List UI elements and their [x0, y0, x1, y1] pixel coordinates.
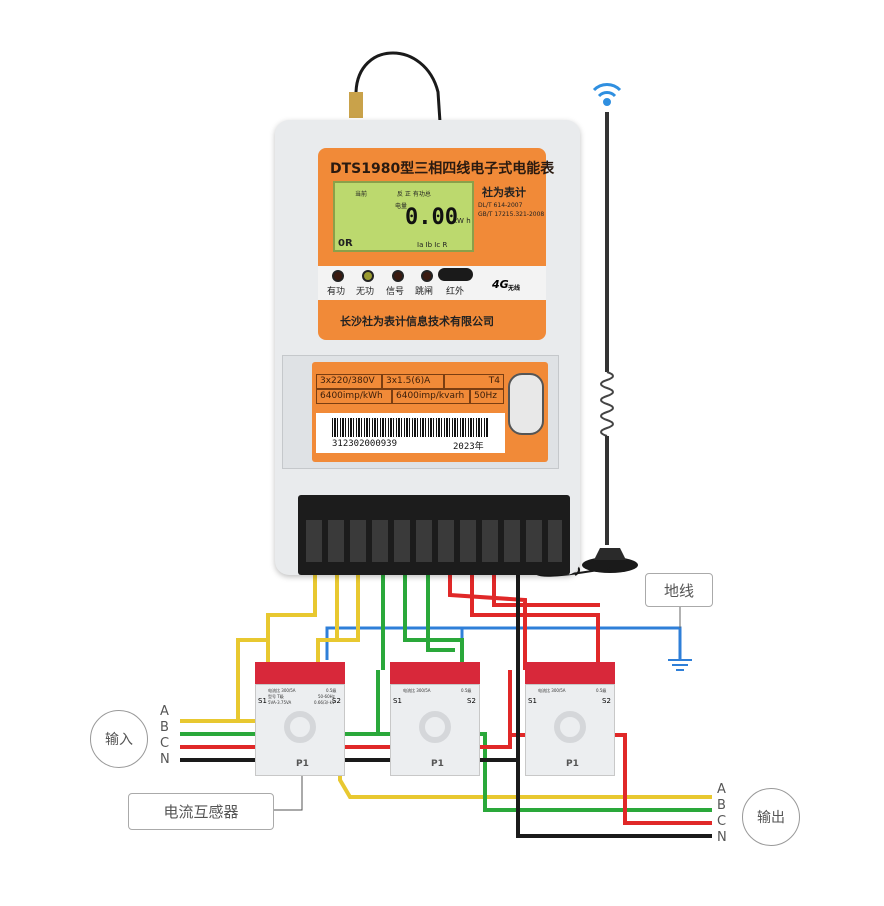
phase-a-label: A [160, 704, 169, 719]
ct-ratio: 电流比 300/5A [403, 688, 431, 693]
indicator-label: 无功 [356, 287, 375, 297]
ct-accuracy: 0.5级 [461, 688, 472, 693]
spec-reactive-constant: 6400imp/kvarh [392, 389, 470, 404]
phase-a-label: A [717, 782, 726, 797]
indicator-label: 红外 [446, 287, 465, 297]
company-name: 长沙社为表计信息技术有限公司 [340, 315, 494, 328]
ct-burden: 5VA-3.75VA [268, 700, 292, 705]
phase-c-label: C [717, 814, 727, 829]
ct-s2: S2 [467, 697, 476, 705]
ct-ratio: 电流比 300/5A [268, 688, 296, 693]
terminal-screws [306, 520, 562, 562]
phase-n-label: N [160, 752, 170, 767]
ct-2: 电流比 300/5A 0.5级 S1 S2 P1 [390, 684, 480, 776]
phase-b-label: B [160, 720, 169, 735]
ct-accuracy: 0.5级 [326, 688, 337, 693]
led-signal [392, 270, 404, 282]
barcode [332, 418, 488, 437]
lcd-bottom-left: 0R [338, 238, 353, 249]
manufacture-year: 2023年 [453, 442, 484, 452]
antenna-cable [354, 51, 442, 123]
ct-hole [419, 711, 451, 743]
ct-ratio: 电流比 300/5A [538, 688, 566, 693]
meter-title: DTS1980型三相四线电子式电能表 [330, 161, 555, 177]
ct-1-top [255, 662, 345, 684]
ct-s1: S1 [393, 697, 402, 705]
antenna-magnetic-base [582, 557, 638, 573]
input-label: 输入 [90, 710, 148, 768]
led-reactive [362, 270, 374, 282]
ct-hole [554, 711, 586, 743]
brand-logo: 社为表计 [482, 186, 526, 199]
ct-3: 电流比 300/5A 0.5级 S1 S2 P1 [525, 684, 615, 776]
phase-c-label: C [160, 736, 170, 751]
ct-3-top [525, 662, 615, 684]
ct-p1: P1 [431, 759, 444, 769]
phase-b-label: B [717, 798, 726, 813]
ct-p1: P1 [566, 759, 579, 769]
lcd-phases: Ia Ib Ic R [417, 241, 448, 249]
lcd-display: 当前 反 正 有功总 电量 0R Ia Ib Ic R kW h [333, 181, 474, 252]
antenna-coil [600, 371, 614, 437]
antenna-connector [349, 92, 363, 118]
ct-s1: S1 [258, 697, 267, 705]
serial-number: 312302000939 [332, 439, 398, 449]
ct-voltage: 0.66/3/-kV [314, 700, 335, 705]
ct-accuracy: 0.5级 [596, 688, 607, 693]
spec-active-constant: 6400imp/kWh [316, 389, 392, 404]
ct-2-top [390, 662, 480, 684]
lcd-unit: kW h [453, 217, 471, 225]
ground-icon [668, 659, 692, 671]
spec-class: T4 [444, 374, 504, 389]
standard-2: GB/T 17215.321-2008 [478, 211, 545, 218]
ground-wire [325, 626, 682, 660]
led-trip [421, 270, 433, 282]
seal-button[interactable] [508, 373, 544, 435]
standard-1: DL/T 614-2007 [478, 202, 523, 209]
ct-s1: S1 [528, 697, 537, 705]
spec-voltage: 3x220/380V [316, 374, 382, 389]
wireless-text: 无线 [508, 285, 521, 292]
ct-s2: S2 [332, 697, 341, 705]
ct-p1: P1 [296, 759, 309, 769]
ct-1: 电流比 300/5A 0.5级 型号 T级 50-60Hz 5VA-3.75VA… [255, 684, 345, 776]
lcd-energy-label: 电量 [395, 203, 408, 210]
ct-label: 电流互感器 [128, 793, 274, 830]
ct-model: 型号 T级 [268, 694, 284, 699]
output-label: 输出 [742, 788, 800, 846]
indicator-label: 有功 [327, 287, 346, 297]
spec-current: 3x1.5(6)A [382, 374, 444, 389]
wifi-icon [592, 83, 622, 106]
lcd-current-label: 当前 [355, 191, 368, 198]
output-phase-labels: A B C N [717, 782, 727, 846]
ct-s2: S2 [602, 697, 611, 705]
ground-label: 地线 [645, 573, 713, 607]
lcd-direction: 反 正 有功总 [397, 191, 431, 198]
lcd-reading: 0.00 [405, 205, 458, 230]
infrared-port [438, 268, 473, 281]
4g-badge: 4G [492, 278, 509, 291]
phase-n-label: N [717, 830, 727, 845]
led-active [332, 270, 344, 282]
input-phase-labels: A B C N [160, 704, 170, 768]
indicator-label: 信号 [386, 287, 405, 297]
spec-class-text: T4 [488, 376, 500, 386]
ct-hole [284, 711, 316, 743]
indicator-strip [318, 266, 546, 300]
ct-freq: 50-60Hz [318, 694, 335, 699]
indicator-label: 跳闸 [415, 287, 434, 297]
spec-frequency: 50Hz [470, 389, 504, 404]
